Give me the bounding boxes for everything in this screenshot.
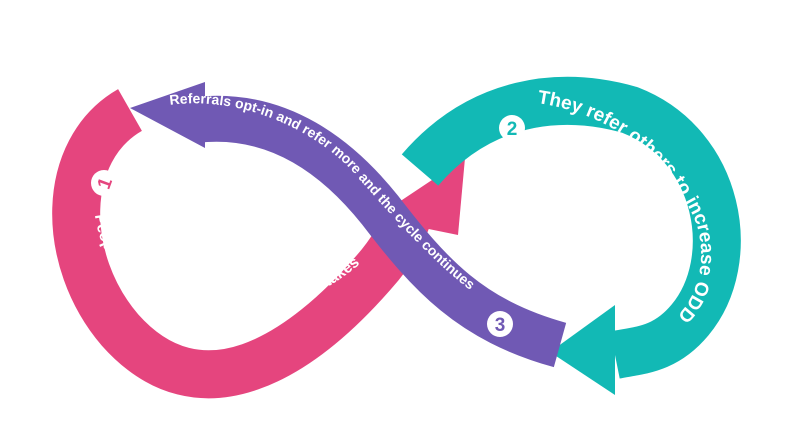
pink-arrow-band (52, 89, 433, 399)
step-1-badge: 1 (91, 170, 117, 196)
teal-arrowhead (550, 305, 615, 395)
step-3-badge: 3 (487, 311, 513, 337)
step-2-badge: 2 (499, 115, 525, 141)
purple-arrow-band (192, 95, 567, 368)
teal-arrow-band (401, 76, 741, 379)
purple-arrowhead (130, 82, 205, 148)
step-3-number: 3 (495, 315, 506, 336)
step-2-number: 2 (507, 119, 518, 140)
